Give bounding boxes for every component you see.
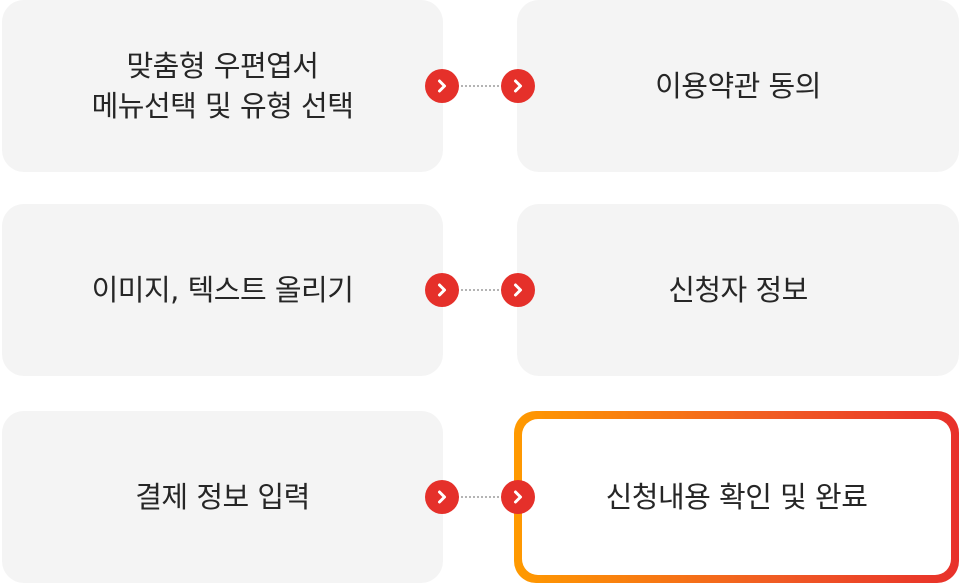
chevron-right-icon <box>501 480 535 514</box>
step-label: 신청자 정보 <box>668 272 808 307</box>
step-connector <box>425 480 535 514</box>
step-label: 신청내용 확인 및 완료 <box>605 479 868 514</box>
step-connector <box>425 69 535 103</box>
step-label: 이미지, 텍스트 올리기 <box>91 272 354 307</box>
chevron-right-icon <box>425 480 459 514</box>
dotted-line <box>457 85 503 87</box>
step-card-inner: 신청내용 확인 및 완료 <box>522 419 951 575</box>
dotted-line <box>457 289 503 291</box>
step-connector <box>425 273 535 307</box>
dotted-line <box>457 496 503 498</box>
chevron-right-icon <box>425 273 459 307</box>
step-label: 결제 정보 입력 <box>135 479 310 514</box>
step-label: 이용약관 동의 <box>655 68 821 103</box>
step-card-applicant-info: 신청자 정보 <box>517 204 959 376</box>
step-card-upload: 이미지, 텍스트 올리기 <box>2 204 443 376</box>
step-card-confirm-complete: 신청내용 확인 및 완료 <box>514 411 959 583</box>
step-card-terms-agree: 이용약관 동의 <box>517 0 959 172</box>
step-card-menu-select: 맞춤형 우편엽서 메뉴선택 및 유형 선택 <box>2 0 443 172</box>
step-label: 맞춤형 우편엽서 메뉴선택 및 유형 선택 <box>91 48 354 123</box>
step-card-payment-info: 결제 정보 입력 <box>2 411 443 583</box>
chevron-right-icon <box>501 273 535 307</box>
chevron-right-icon <box>425 69 459 103</box>
chevron-right-icon <box>501 69 535 103</box>
